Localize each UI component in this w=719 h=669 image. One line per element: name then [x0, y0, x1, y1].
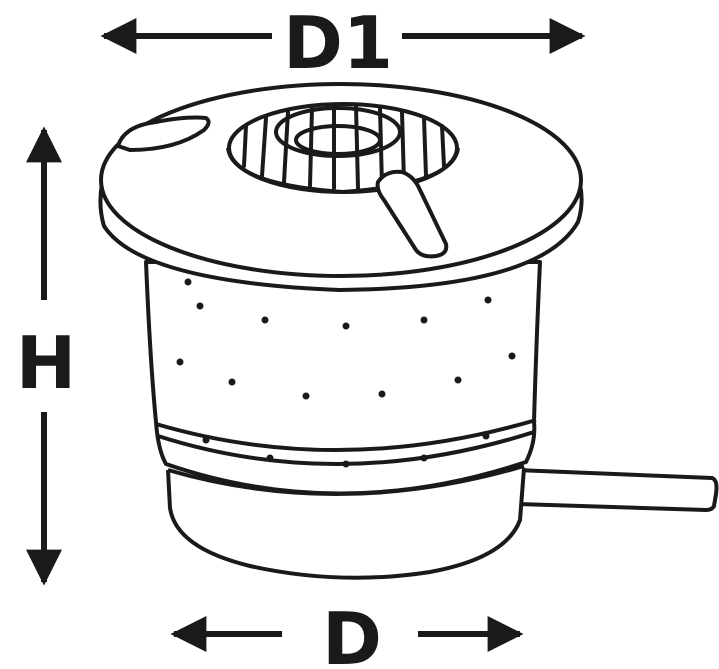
neck-ribs — [242, 104, 446, 190]
lid-tab — [116, 115, 211, 152]
h-label: H — [16, 321, 76, 405]
outlet-pipe — [514, 468, 719, 512]
cylinder-body — [144, 260, 542, 496]
perforation-dots — [176, 278, 516, 468]
d-label: D — [322, 597, 382, 669]
dimension-h: H — [16, 126, 76, 586]
lid-strap — [375, 169, 449, 259]
dimension-d1: D1 — [100, 1, 586, 85]
d1-label: D1 — [283, 1, 393, 85]
dimension-d: D — [170, 597, 524, 669]
